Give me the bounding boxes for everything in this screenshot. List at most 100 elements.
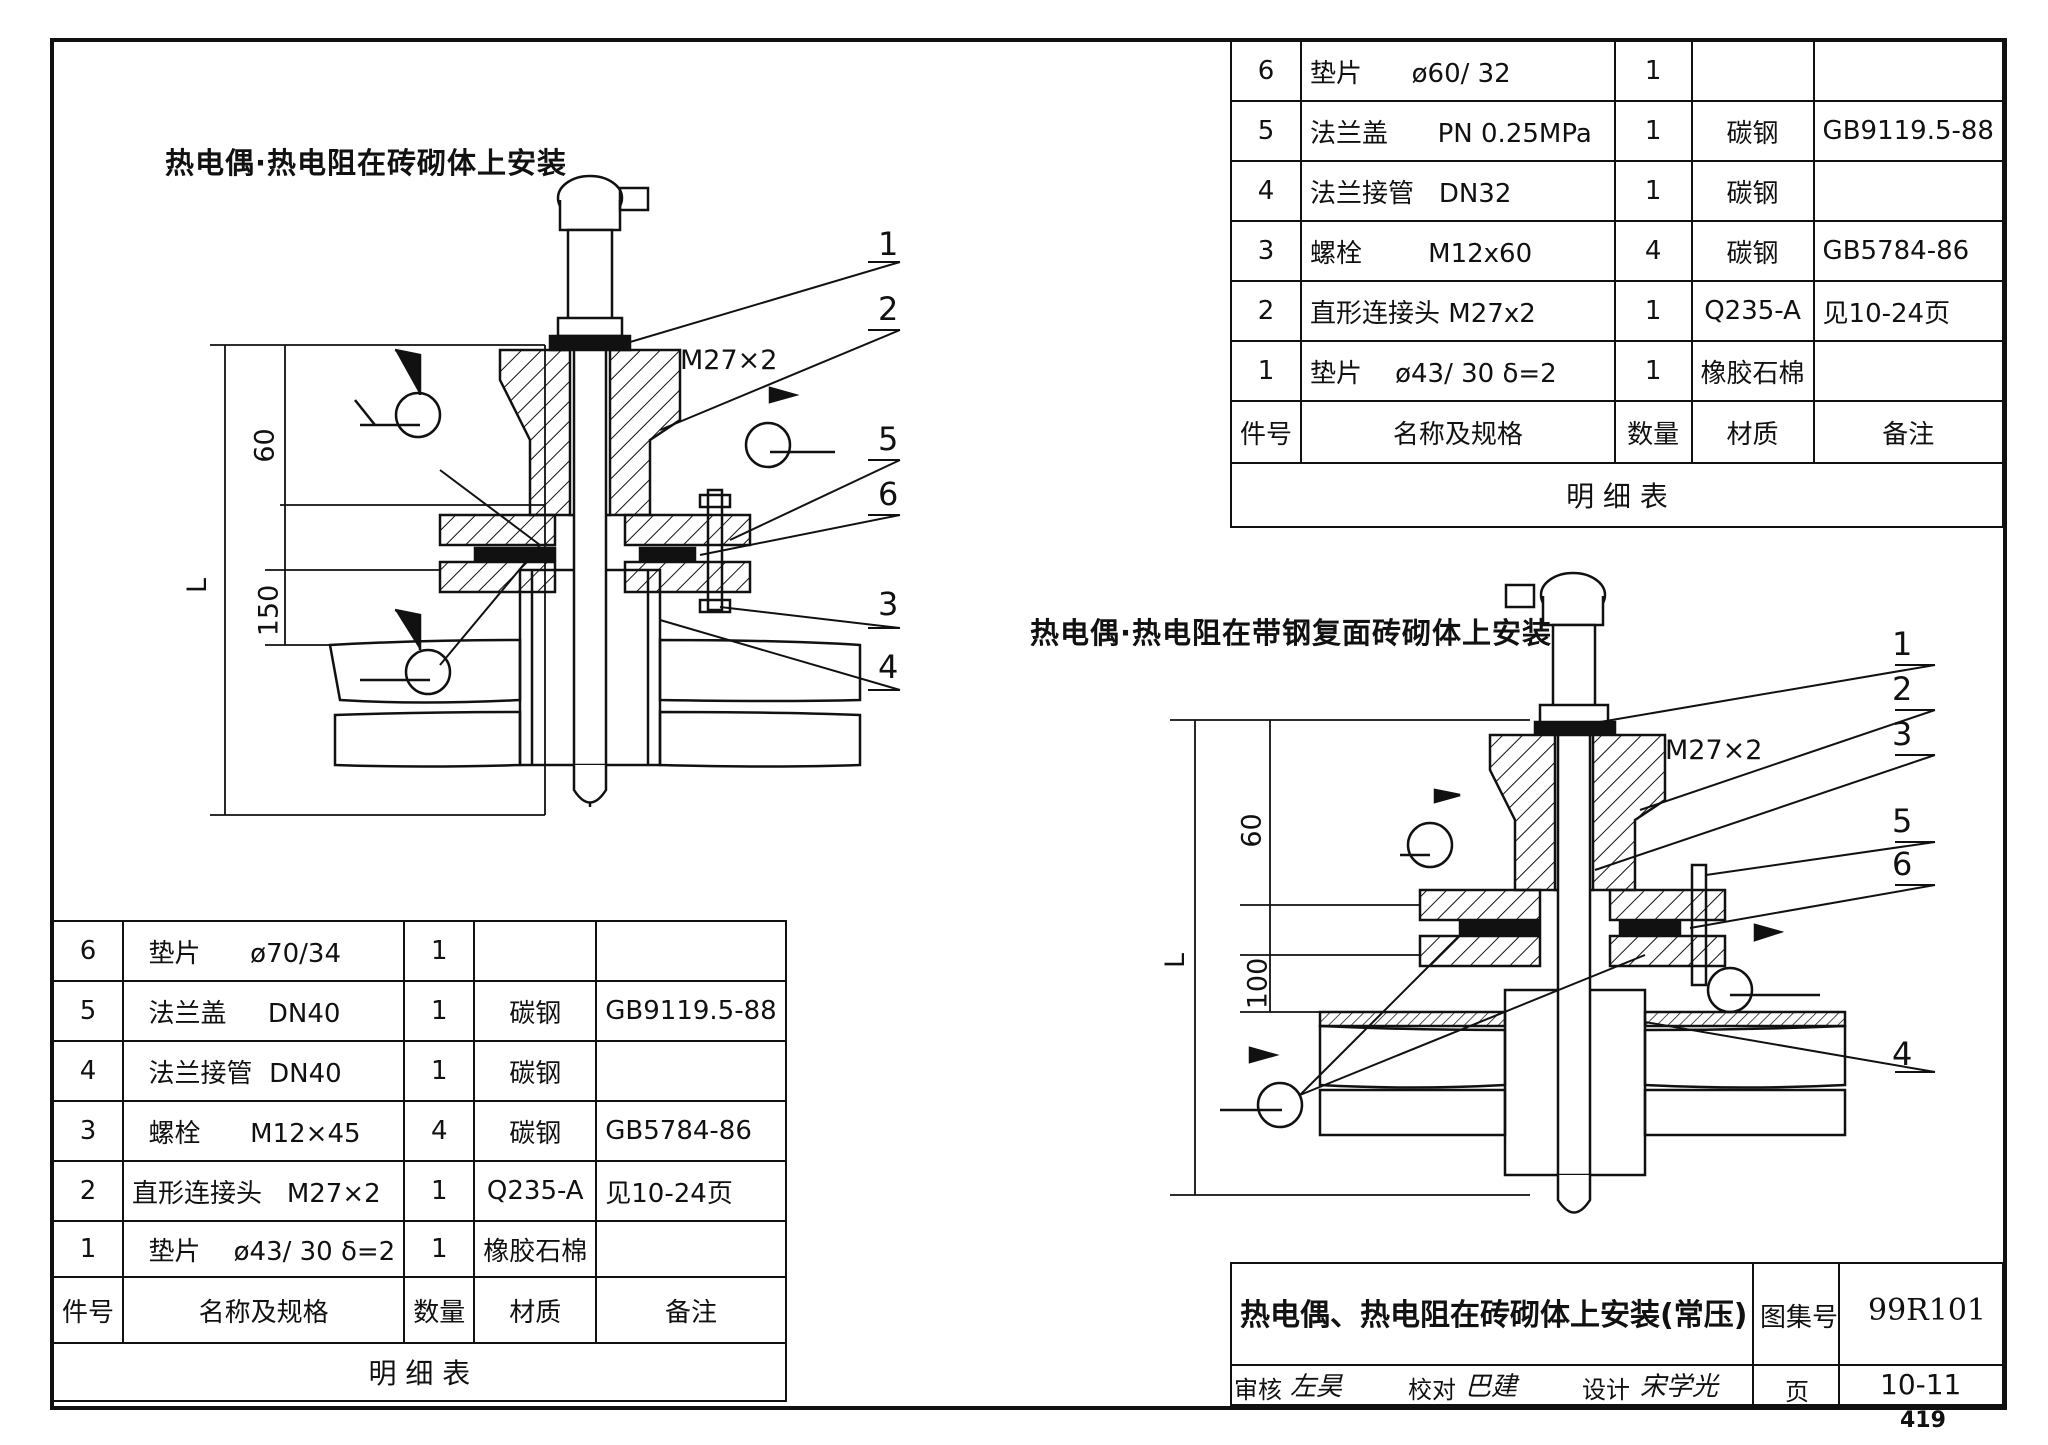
right-callout-4: 4 bbox=[1892, 1035, 1913, 1073]
bom-qty: 4 bbox=[403, 1100, 476, 1162]
page-number-cell: 10-11 bbox=[1880, 1368, 1962, 1401]
right-leader-lines bbox=[1299, 664, 1936, 1096]
bom-name-spec: 垫片 ø70/34 bbox=[122, 920, 406, 982]
bom-name: 垫片 bbox=[148, 938, 201, 969]
bom-material: 碳钢 bbox=[473, 1100, 598, 1162]
table-row: 2 直形连接头 M27×2 1 Q235-A 见10-24页 bbox=[51, 1160, 787, 1222]
table-row: 3 螺栓 M12x60 4 碳钢 GB5784-86 bbox=[1229, 220, 2005, 282]
table-row: 6 垫片 ø70/34 1 bbox=[51, 920, 787, 982]
bom-no: 2 bbox=[51, 1160, 125, 1222]
right-weld-symbols bbox=[1220, 788, 1820, 1129]
header-material: 材质 bbox=[1690, 400, 1815, 464]
left-weld-symbols bbox=[354, 348, 835, 696]
bom-note: 见10-24页 bbox=[595, 1160, 787, 1222]
header-no: 件号 bbox=[1229, 400, 1303, 464]
bom-qty: 4 bbox=[1613, 220, 1693, 282]
page-number: 419 bbox=[1900, 1408, 1946, 1433]
right-thread-label: M27×2 bbox=[1665, 735, 1763, 766]
bom-name-spec: 垫片 ø43/ 30 δ=2 bbox=[1300, 340, 1616, 402]
left-dim-150: 150 bbox=[253, 584, 285, 637]
header-qty: 数量 bbox=[403, 1276, 476, 1344]
bom-spec: M27x2 bbox=[1448, 298, 1536, 329]
review-label: 审核 bbox=[1234, 1376, 1282, 1404]
bom-table-bottom: 6 垫片 ø70/34 1 5 法兰盖 DN40 1 碳钢 GB9119.5-8… bbox=[51, 920, 787, 1402]
bom-qty: 1 bbox=[1613, 340, 1693, 402]
right-drawing-title: 热电偶·热电阻在带钢复面砖砌体上安装 bbox=[1030, 616, 1553, 650]
table-row: 2 直形连接头 M27x2 1 Q235-A 见10-24页 bbox=[1229, 280, 2005, 342]
atlas-number: 99R101 bbox=[1868, 1293, 1987, 1328]
right-assembly-drawing bbox=[1170, 571, 1936, 1214]
bom-name-spec: 法兰盖 PN 0.25MPa bbox=[1300, 100, 1616, 162]
bom-note: GB5784-86 bbox=[1812, 220, 2005, 282]
bom-name: 直形连接头 bbox=[132, 1178, 263, 1209]
bom-name-spec: 直形连接头 M27x2 bbox=[1300, 280, 1616, 342]
bom-qty: 1 bbox=[1613, 160, 1693, 222]
table-row: 3 螺栓 M12×45 4 碳钢 GB5784-86 bbox=[51, 1100, 787, 1162]
bom-spec: M12×45 bbox=[250, 1118, 361, 1149]
bom-no: 2 bbox=[1229, 280, 1303, 342]
bom-note bbox=[1812, 160, 2005, 222]
right-callout-6: 6 bbox=[1892, 845, 1913, 883]
bom-name-spec: 垫片 ø43/ 30 δ=2 bbox=[122, 1220, 406, 1278]
bom-qty: 1 bbox=[403, 1160, 476, 1222]
left-callout-1: 1 bbox=[878, 225, 899, 263]
left-dim-60: 60 bbox=[249, 428, 281, 463]
bom-material bbox=[473, 920, 598, 982]
bom-note bbox=[595, 1220, 787, 1278]
header-note: 备注 bbox=[1812, 400, 2005, 464]
left-leader-lines bbox=[439, 261, 901, 691]
bom-spec: ø70/34 bbox=[250, 938, 341, 969]
right-thermocouple-head bbox=[1504, 571, 1617, 736]
drawing-sheet bbox=[50, 38, 2007, 1410]
right-dimensions bbox=[1170, 719, 1530, 1196]
bom-name-spec: 螺栓 M12×45 bbox=[122, 1100, 406, 1162]
bom-note: GB9119.5-88 bbox=[1812, 100, 2005, 162]
header-no: 件号 bbox=[51, 1276, 125, 1344]
bom-material: Q235-A bbox=[473, 1160, 598, 1222]
bom-name: 垫片 bbox=[1310, 58, 1363, 89]
bom-name-spec: 法兰接管 DN32 bbox=[1300, 160, 1616, 222]
left-dim-L: L bbox=[182, 577, 214, 594]
bom-name-spec: 法兰盖 DN40 bbox=[122, 980, 406, 1042]
right-callout-3: 3 bbox=[1892, 715, 1913, 753]
right-callout-2: 2 bbox=[1892, 670, 1913, 708]
bom-qty: 1 bbox=[1613, 100, 1693, 162]
bom-spec: M27×2 bbox=[286, 1178, 381, 1209]
bom-no: 1 bbox=[1229, 340, 1303, 402]
title-block-label-col bbox=[1752, 1262, 1840, 1406]
bom-no: 6 bbox=[51, 920, 125, 982]
right-steel-clad-wall bbox=[1318, 1010, 1847, 1137]
bom-material: Q235-A bbox=[1690, 280, 1815, 342]
bom-no: 4 bbox=[51, 1040, 125, 1102]
review-signature: 左昊 bbox=[1290, 1372, 1343, 1402]
design-signature: 宋学光 bbox=[1640, 1372, 1719, 1402]
table-caption-row: 明 细 表 bbox=[52, 1342, 787, 1402]
table-row: 4 法兰接管 DN40 1 碳钢 bbox=[51, 1040, 787, 1102]
table-row: 4 法兰接管 DN32 1 碳钢 bbox=[1229, 160, 2005, 222]
left-callout-4: 4 bbox=[878, 648, 899, 686]
right-dim-L: L bbox=[1160, 952, 1192, 969]
bom-material: 碳钢 bbox=[1690, 220, 1815, 282]
bom-no: 3 bbox=[51, 1100, 125, 1162]
left-callout-2: 2 bbox=[878, 290, 899, 328]
bom-qty: 1 bbox=[1613, 280, 1693, 342]
left-callout-3: 3 bbox=[878, 585, 899, 623]
bom-no: 5 bbox=[1229, 100, 1303, 162]
bom-material: 碳钢 bbox=[1690, 160, 1815, 222]
left-assembly-drawing bbox=[210, 174, 901, 816]
bom-no: 6 bbox=[1229, 40, 1303, 102]
bom-note bbox=[1812, 340, 2005, 402]
bom-material: 橡胶石棉 bbox=[473, 1220, 598, 1278]
bom-no: 5 bbox=[51, 980, 125, 1042]
bom-name-spec: 法兰接管 DN40 bbox=[122, 1040, 406, 1102]
bom-note: 见10-24页 bbox=[1812, 280, 2005, 342]
bom-qty: 1 bbox=[403, 920, 476, 982]
right-callout-5: 5 bbox=[1892, 802, 1913, 840]
bom-name: 法兰盖 bbox=[148, 998, 227, 1029]
bom-spec: ø43/ 30 δ=2 bbox=[1395, 358, 1557, 389]
left-callout-5: 5 bbox=[878, 420, 899, 458]
bom-qty: 1 bbox=[1613, 40, 1693, 102]
left-brick-wall bbox=[328, 638, 862, 768]
bom-name: 垫片 bbox=[148, 1236, 201, 1267]
table-header-row: 件号 名称及规格 数量 材质 备注 bbox=[1229, 400, 2005, 464]
